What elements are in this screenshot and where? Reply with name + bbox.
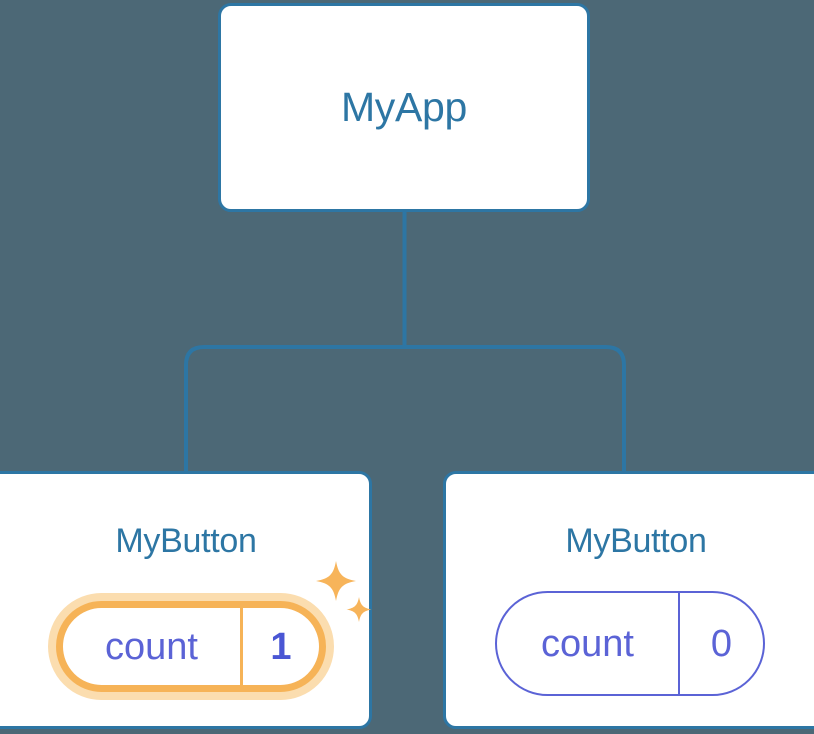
edge-bus-to-children xyxy=(184,345,626,471)
node-mybutton-right[interactable]: MyButton count 0 xyxy=(443,471,814,729)
state-pill-value-right: 0 xyxy=(710,622,733,665)
state-pill-body: count 1 xyxy=(56,601,326,692)
node-mybutton-left[interactable]: MyButton count 1 xyxy=(0,471,372,729)
state-pill-key-left: count xyxy=(63,608,243,685)
state-pill-key-right: count xyxy=(497,593,680,694)
state-pill-glow xyxy=(48,593,334,700)
state-pill-highlighted[interactable]: count 1 xyxy=(48,593,334,700)
state-pill-plain[interactable]: count 0 xyxy=(495,591,765,696)
node-myapp[interactable]: MyApp xyxy=(218,3,590,212)
node-mybutton-left-title: MyButton xyxy=(115,522,257,560)
node-mybutton-right-title: MyButton xyxy=(565,522,707,560)
state-pill-value-left: 1 xyxy=(270,625,292,668)
node-myapp-title: MyApp xyxy=(340,84,468,130)
